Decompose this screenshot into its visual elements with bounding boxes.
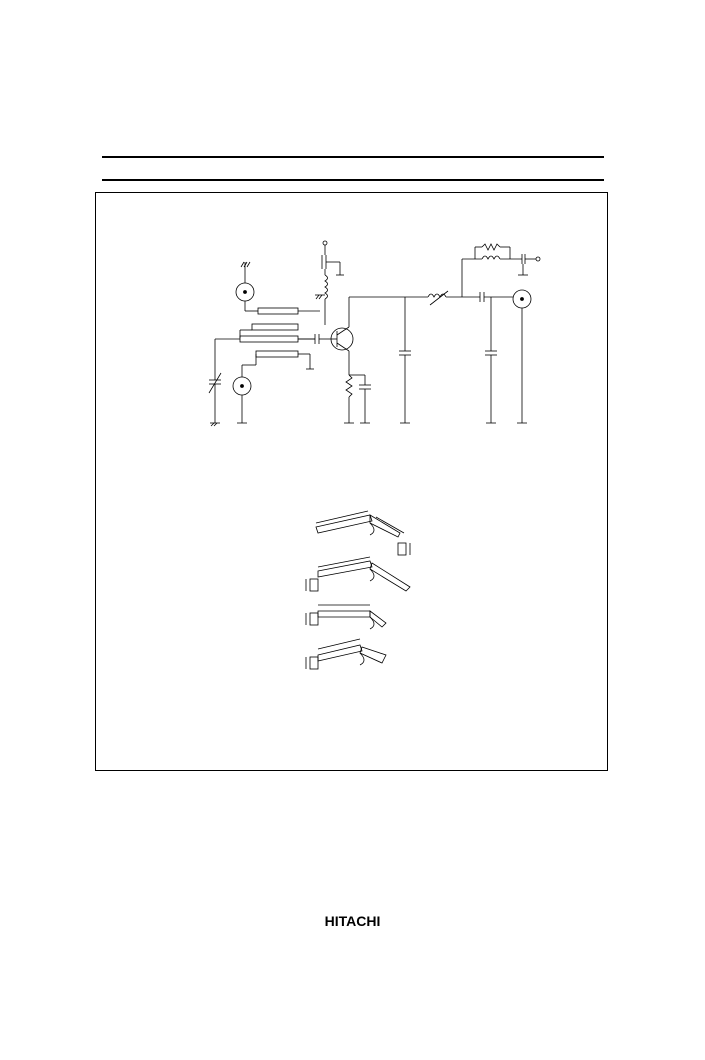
stripline-detail-2: [305, 556, 411, 592]
output-capacitor-icon: [479, 292, 513, 424]
header-rule-bottom: [102, 179, 604, 181]
variable-capacitor-icon: [208, 339, 222, 427]
stripline-detail-drawings: [305, 510, 411, 670]
bias-network-icon: [461, 243, 541, 297]
tuning-inductor-icon: [405, 290, 480, 306]
transistor-icon: [330, 296, 405, 375]
footer-brand-logo: HITACHI: [324, 913, 381, 929]
figure-frame: [95, 192, 608, 771]
stripline-resonators: [215, 307, 320, 370]
output-connector-icon: [512, 289, 532, 424]
collector-capacitor-icon: [399, 297, 411, 424]
circuit-schematic: [208, 240, 541, 427]
output-connector-left-icon: [232, 354, 257, 424]
emitter-resistor-icon: [344, 374, 371, 424]
coupling-capacitor-icon: [298, 334, 333, 344]
header-rule-top: [102, 156, 604, 158]
stripline-detail-3: [305, 604, 387, 630]
ground-symbol-top-left: [240, 261, 251, 283]
input-connector-icon: [235, 282, 258, 312]
stripline-detail-4: [305, 638, 387, 670]
rf-choke-icon: [315, 240, 344, 325]
stripline-detail-1: [315, 510, 411, 556]
